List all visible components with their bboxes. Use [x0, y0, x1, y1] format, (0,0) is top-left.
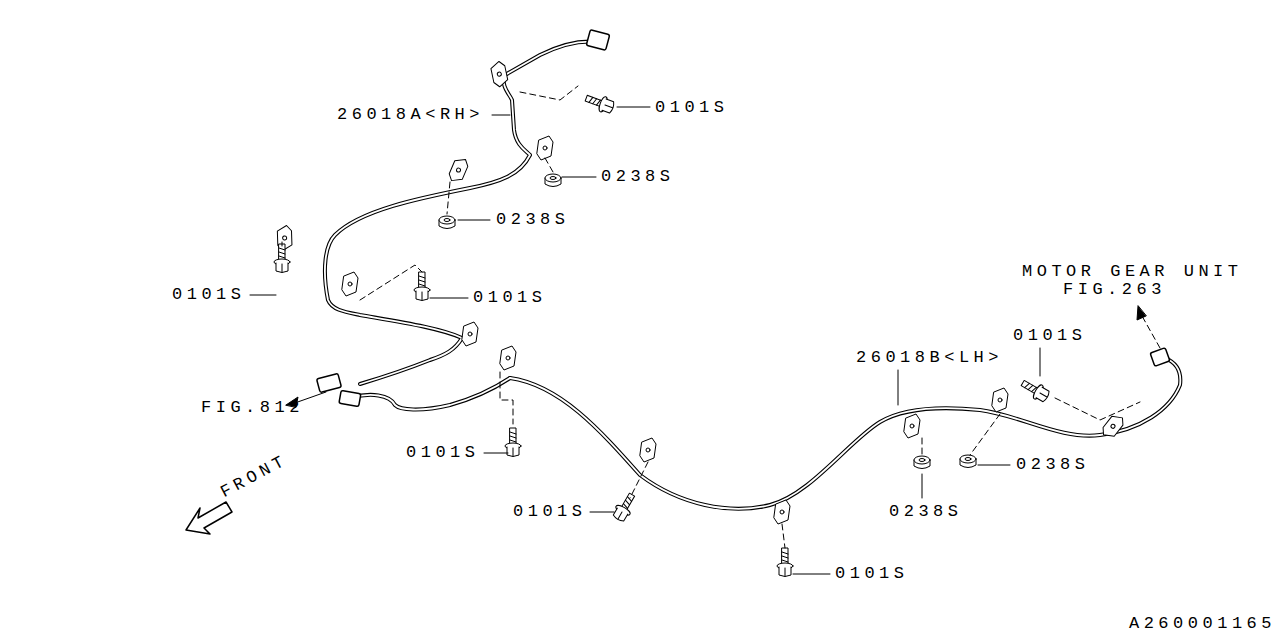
callout-number: 0101S: [835, 564, 909, 584]
direction-label: FRONT: [217, 451, 291, 503]
callout-number: 0238S: [1016, 455, 1090, 475]
callout-number: 0238S: [889, 502, 963, 522]
figure-reference: FIG.263: [1063, 280, 1166, 300]
callout-number: 0101S: [406, 443, 480, 463]
callout-number: 0238S: [496, 210, 570, 230]
callout-number: 0101S: [172, 285, 246, 305]
part-number: 26018A<RH>: [337, 105, 484, 125]
reference-note: MOTOR GEAR UNIT: [1022, 262, 1243, 282]
callout-number: 0238S: [601, 167, 675, 187]
callout-number: 0101S: [473, 288, 547, 308]
callout-number: 0101S: [513, 502, 587, 522]
figure-reference: FIG.812: [201, 398, 304, 418]
callout-number: 0101S: [655, 98, 729, 118]
part-number: 26018B<LH>: [856, 348, 1003, 368]
drawing-number: A260001165: [1129, 614, 1276, 634]
callout-number: 0101S: [1013, 326, 1087, 346]
